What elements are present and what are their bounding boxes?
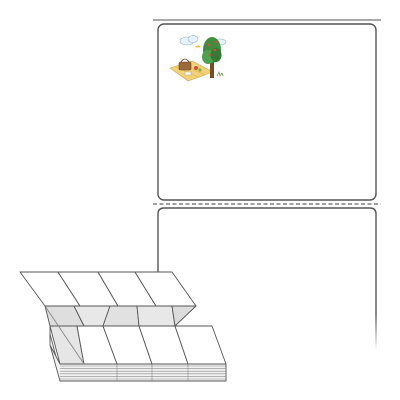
fold-sheet — [44, 305, 197, 365]
stack-sheet-edges — [60, 364, 226, 381]
stack-upper-labels — [19, 271, 197, 307]
fanfold-label-stack-icon — [19, 271, 227, 382]
picnic-tree-illustration-icon — [169, 35, 227, 82]
label-1 — [157, 23, 377, 201]
stack-top-labels — [76, 325, 227, 365]
stack-block — [49, 325, 227, 382]
label-2 — [157, 207, 377, 350]
